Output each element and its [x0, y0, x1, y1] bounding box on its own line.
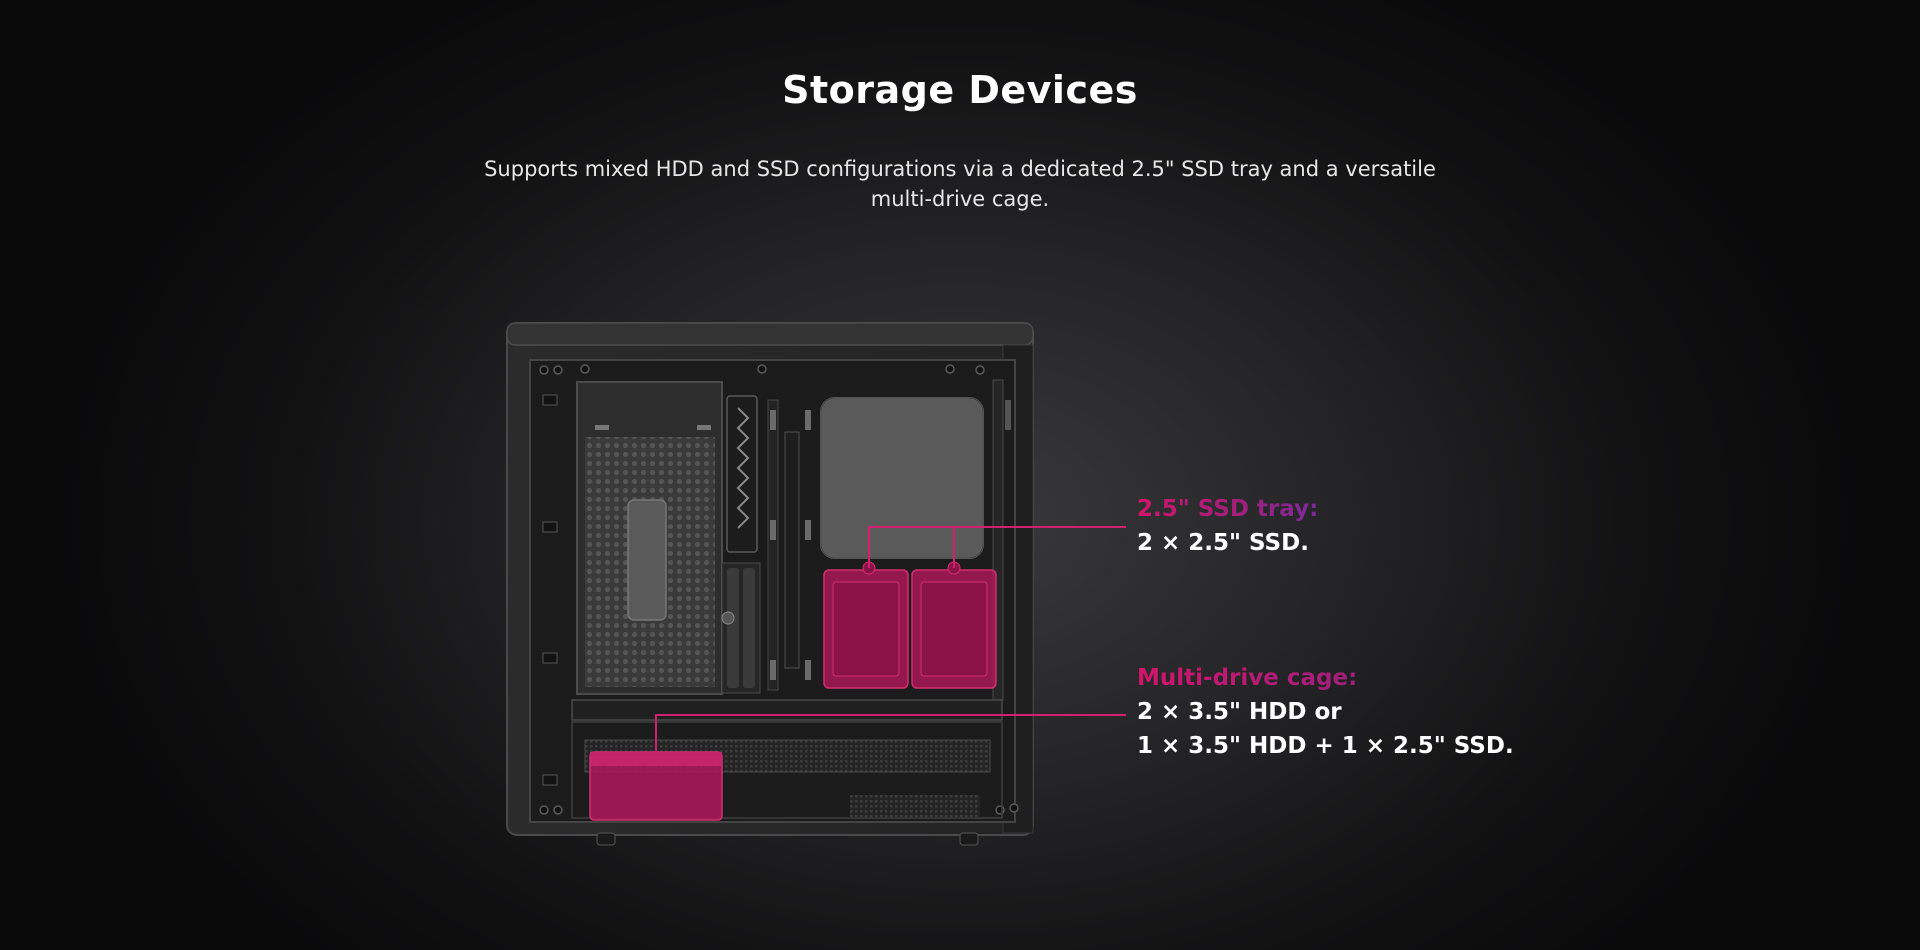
drive-cage-capacity-2: 1 × 3.5" HDD + 1 × 2.5" SSD.	[1137, 733, 1514, 759]
drive-cage-heading: Multi-drive cage:	[1137, 661, 1514, 695]
cable-channel	[726, 395, 758, 553]
leader-lines	[655, 526, 1126, 752]
top-mount-plate	[820, 397, 984, 559]
ssd-tray-capacity: 2 × 2.5" SSD.	[1137, 530, 1309, 556]
drive-cage-callout: Multi-drive cage: 2 × 3.5" HDD or 1 × 3.…	[1137, 661, 1514, 763]
screw-holes	[539, 364, 1019, 815]
drive-cage-capacity-1: 2 × 3.5" HDD or	[1137, 699, 1342, 725]
psu-shroud	[571, 699, 1003, 721]
ssd-tray-heading: 2.5" SSD tray:	[1137, 492, 1318, 526]
page-subtitle: Supports mixed HDD and SSD configuration…	[484, 157, 1436, 211]
side-clips	[542, 394, 558, 786]
ssd-tray-callout: 2.5" SSD tray: 2 × 2.5" SSD.	[1137, 492, 1318, 560]
page-title: Storage Devices	[782, 68, 1138, 112]
case-top-panel	[506, 322, 1034, 346]
drive-cage-highlight	[589, 751, 723, 821]
case-foot-left	[596, 832, 616, 846]
case-foot-right	[959, 832, 979, 846]
cpu-cutout	[627, 499, 667, 621]
